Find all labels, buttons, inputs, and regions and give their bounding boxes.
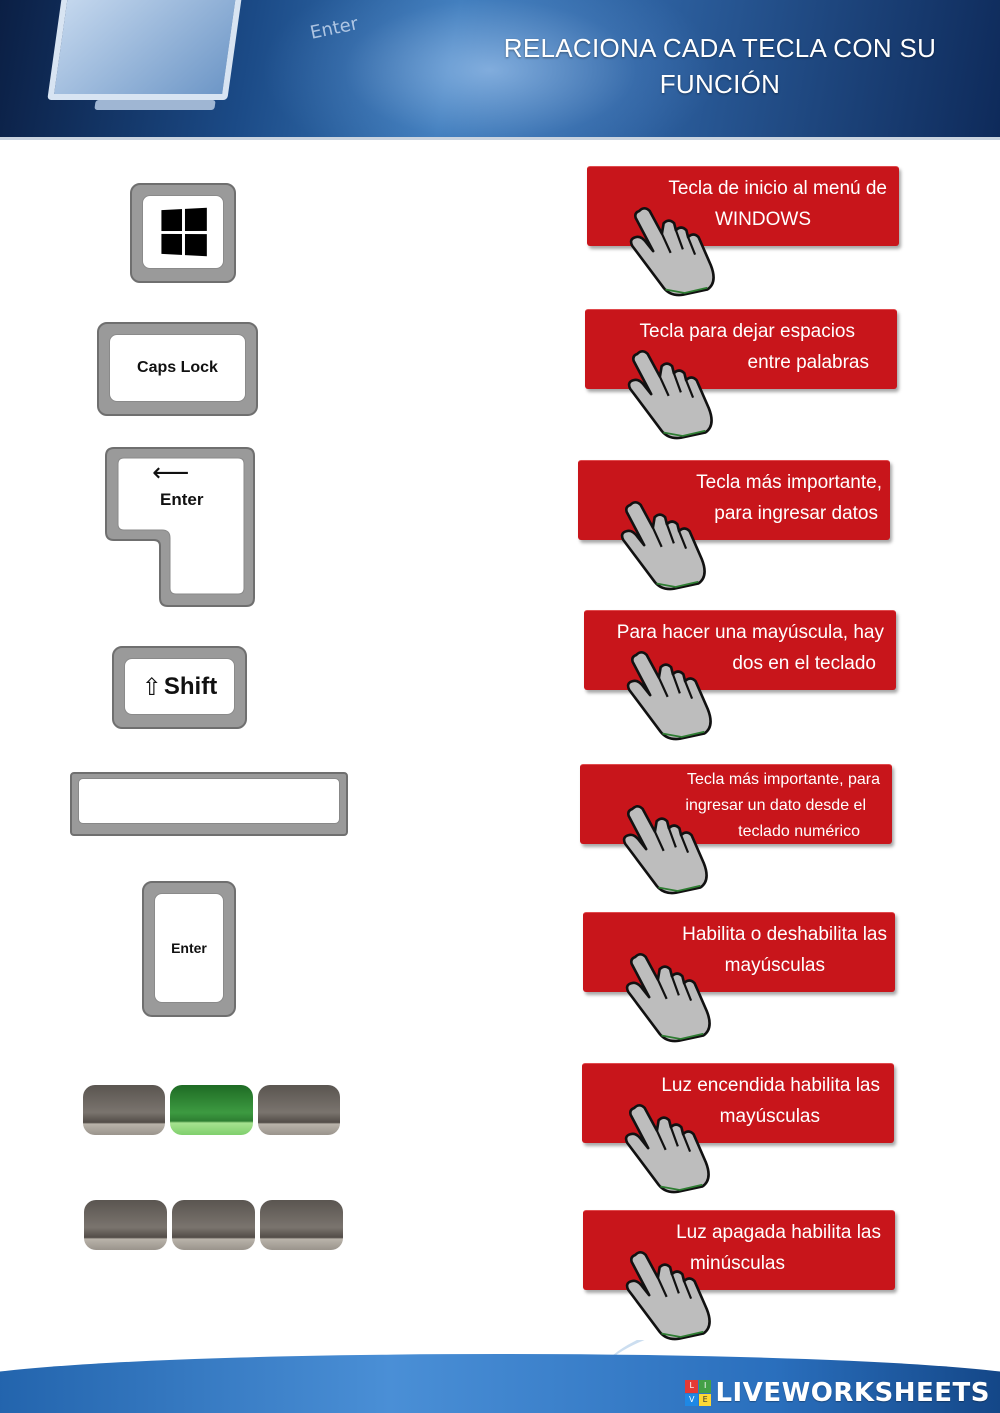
hand-cursor-icon bbox=[625, 953, 711, 1043]
hand-cursor-icon bbox=[620, 501, 706, 591]
hand-cursor-icon bbox=[622, 805, 708, 895]
function-box-5[interactable]: Tecla más importante, para ingresar un d… bbox=[580, 764, 892, 844]
function-box-7[interactable]: Luz encendida habilita las mayúsculas bbox=[582, 1063, 894, 1143]
page-title-line-1: RELACIONA CADA TECLA CON SU bbox=[503, 33, 937, 63]
function-box-1[interactable]: Tecla de inicio al menú de WINDOWS bbox=[587, 166, 899, 246]
led-indicator-off bbox=[172, 1200, 255, 1250]
page-title-line-2: FUNCIÓN bbox=[659, 69, 781, 99]
key-shift-label: Shift bbox=[163, 672, 218, 700]
function-box-2[interactable]: Tecla para dejar espacios entre palabras bbox=[585, 309, 897, 389]
function-box-8[interactable]: Luz apagada habilita las minúsculas bbox=[583, 1210, 895, 1290]
function-box-4[interactable]: Para hacer una mayúscula, hay dos en el … bbox=[584, 610, 896, 690]
header-glow bbox=[260, 0, 720, 137]
led-indicator-on bbox=[170, 1085, 253, 1135]
function-box-6[interactable]: Habilita o deshabilita las mayúsculas bbox=[583, 912, 895, 992]
hand-cursor-icon bbox=[627, 350, 713, 440]
hand-cursor-icon bbox=[624, 1104, 710, 1194]
led-indicator-off bbox=[84, 1200, 167, 1250]
windows-logo-icon bbox=[161, 207, 207, 257]
liveworksheets-logo-icon: L I V E bbox=[685, 1380, 712, 1406]
key-caps-lock-label: Caps Lock bbox=[137, 359, 218, 376]
hand-cursor-icon bbox=[626, 651, 712, 741]
page-title: RELACIONA CADA TECLA CON SU FUNCIÓN bbox=[470, 30, 970, 102]
key-enter-label: Enter bbox=[160, 490, 204, 509]
key-enter[interactable]: ⟵ Enter bbox=[104, 446, 256, 608]
key-enter-shape bbox=[105, 447, 255, 607]
footer-banner bbox=[0, 1340, 1000, 1413]
key-caps-lock[interactable]: Caps Lock bbox=[97, 322, 258, 416]
enter-arrow-icon: ⟵ bbox=[152, 458, 190, 488]
shift-arrow-icon: ⇧ bbox=[141, 672, 162, 701]
key-windows[interactable] bbox=[130, 183, 236, 283]
liveworksheets-brand[interactable]: L I V E LIVEWORKSHEETS bbox=[685, 1378, 990, 1408]
brand-name: LIVEWORKSHEETS bbox=[715, 1378, 990, 1408]
key-shift[interactable]: ⇧ Shift bbox=[112, 646, 247, 729]
key-numpad-enter-label: Enter bbox=[171, 940, 207, 956]
led-indicator-off bbox=[258, 1085, 340, 1135]
led-indicator-off bbox=[260, 1200, 343, 1250]
function-box-3[interactable]: Tecla más importante, para ingresar dato… bbox=[578, 460, 890, 540]
led-indicator-off bbox=[83, 1085, 165, 1135]
monitor-icon bbox=[47, 0, 243, 100]
hand-cursor-icon bbox=[625, 1251, 711, 1341]
key-space[interactable] bbox=[70, 772, 348, 836]
header-banner: Enter RELACIONA CADA TECLA CON SU FUNCIÓ… bbox=[0, 0, 1000, 140]
hand-cursor-icon bbox=[629, 207, 715, 297]
footer-wave bbox=[0, 1354, 1000, 1413]
monitor-stand-icon bbox=[94, 100, 216, 110]
key-numpad-enter[interactable]: Enter bbox=[142, 881, 236, 1017]
